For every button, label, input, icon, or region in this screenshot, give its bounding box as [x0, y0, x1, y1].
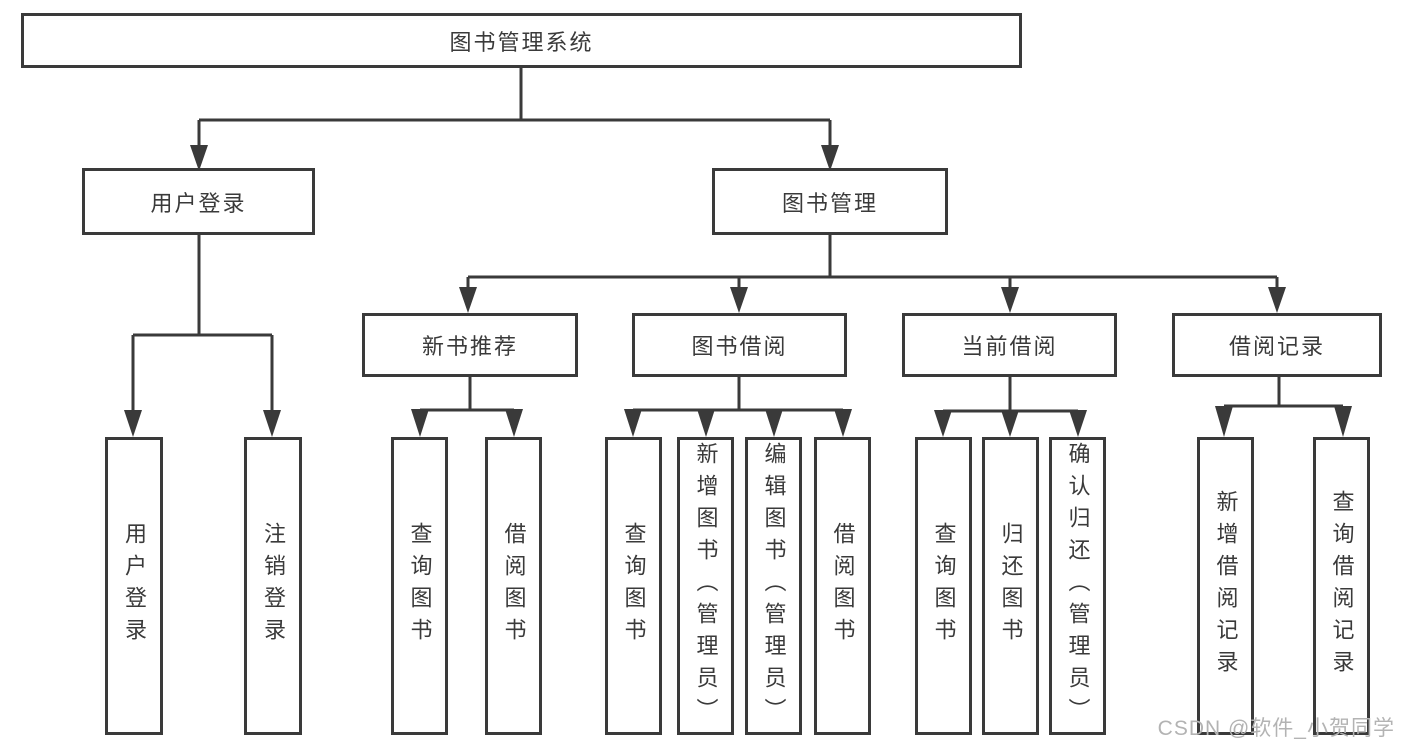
leaf-confirm-return-admin: 确认归还（管理员）: [1049, 437, 1106, 735]
leaf-query-books-3: 查询图书: [915, 437, 972, 735]
leaf-query-books-2: 查询图书: [605, 437, 662, 735]
leaf-user-login: 用户登录: [105, 437, 163, 735]
leaf-borrow-books-2: 借阅图书: [814, 437, 871, 735]
leaf-return-books: 归还图书: [982, 437, 1039, 735]
leaf-add-borrow-record: 新增借阅记录: [1197, 437, 1254, 735]
node-user-login-branch: 用户登录: [82, 168, 315, 235]
node-library-management-system: 图书管理系统: [21, 13, 1022, 68]
node-book-borrowing: 图书借阅: [632, 313, 847, 377]
leaf-edit-books-admin: 编辑图书（管理员）: [745, 437, 802, 735]
node-borrowing-records: 借阅记录: [1172, 313, 1382, 377]
leaf-query-books-1: 查询图书: [391, 437, 448, 735]
node-current-borrowing: 当前借阅: [902, 313, 1117, 377]
leaf-logout: 注销登录: [244, 437, 302, 735]
leaf-query-borrow-record: 查询借阅记录: [1313, 437, 1370, 735]
node-new-book-recommendation: 新书推荐: [362, 313, 578, 377]
node-book-management-branch: 图书管理: [712, 168, 948, 235]
leaf-add-books-admin: 新增图书（管理员）: [677, 437, 734, 735]
leaf-borrow-books-1: 借阅图书: [485, 437, 542, 735]
csdn-watermark: CSDN @软件_小贺同学: [1157, 717, 1395, 740]
